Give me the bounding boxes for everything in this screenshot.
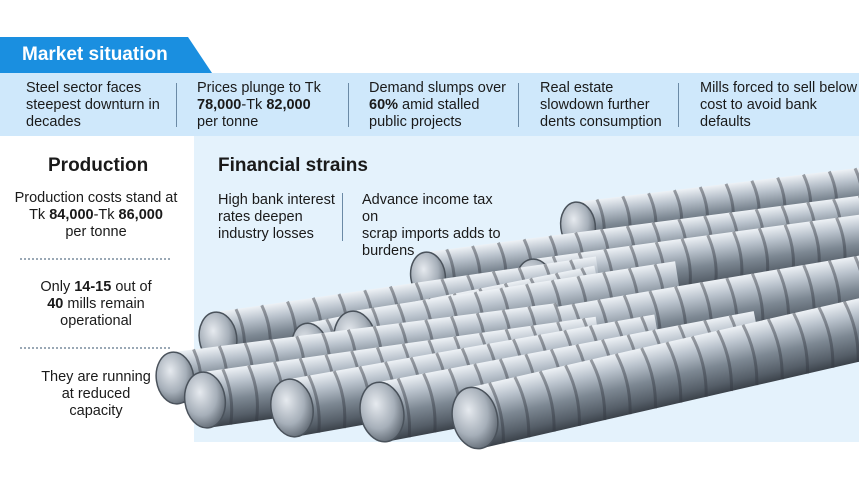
text-line: per tonne <box>197 114 259 130</box>
text-line: industry losses <box>218 226 314 242</box>
text-line: 78,000-Tk 82,000 <box>197 97 311 113</box>
financial-heading: Financial strains <box>218 155 368 176</box>
text-line: slowdown further <box>540 97 650 113</box>
text-line: 40 mills remain <box>47 296 145 312</box>
production-heading: Production <box>48 155 149 176</box>
text-line: Only 14-15 out of <box>40 279 152 295</box>
dotted-divider <box>20 347 170 349</box>
text-line: dents consumption <box>540 114 662 130</box>
text-line: public projects <box>369 114 462 130</box>
text-line: Steel sector faces <box>26 80 142 96</box>
band-divider <box>678 83 679 127</box>
market-situation-tag: Market situation <box>0 37 212 73</box>
text-line: 60% amid stalled <box>369 97 480 113</box>
text-line: They are running <box>41 369 151 385</box>
text-line: Tk 84,000-Tk 86,000 <box>29 207 163 223</box>
text-line: defaults <box>700 114 751 130</box>
text-line: per tonne <box>65 224 127 240</box>
text-line: rates deepen <box>218 209 303 225</box>
band-divider <box>176 83 177 127</box>
text-line: Real estate <box>540 80 614 96</box>
dotted-divider <box>20 258 170 260</box>
text-line: at reduced <box>61 386 131 402</box>
market-situation-title: Market situation <box>22 44 168 65</box>
text-line: Production costs stand at <box>14 190 178 206</box>
steel-rebar <box>451 290 859 450</box>
band-divider <box>348 83 349 127</box>
text-line: decades <box>26 114 81 130</box>
text-line: burdens <box>362 243 415 259</box>
text-line: Advance income tax on <box>362 192 493 225</box>
text-line: capacity <box>69 403 123 419</box>
text-line: cost to avoid bank <box>700 97 817 113</box>
text-line: Prices plunge to Tk <box>197 80 321 96</box>
text-line: operational <box>60 313 132 329</box>
text-line: Mills forced to sell below <box>700 80 858 96</box>
text-line: Demand slumps over <box>369 80 506 96</box>
text-line: scrap imports adds to <box>362 226 501 242</box>
text-line: High bank interest <box>218 192 335 208</box>
text-line: steepest downturn in <box>26 97 160 113</box>
financial-divider <box>342 193 343 241</box>
band-divider <box>518 83 519 127</box>
